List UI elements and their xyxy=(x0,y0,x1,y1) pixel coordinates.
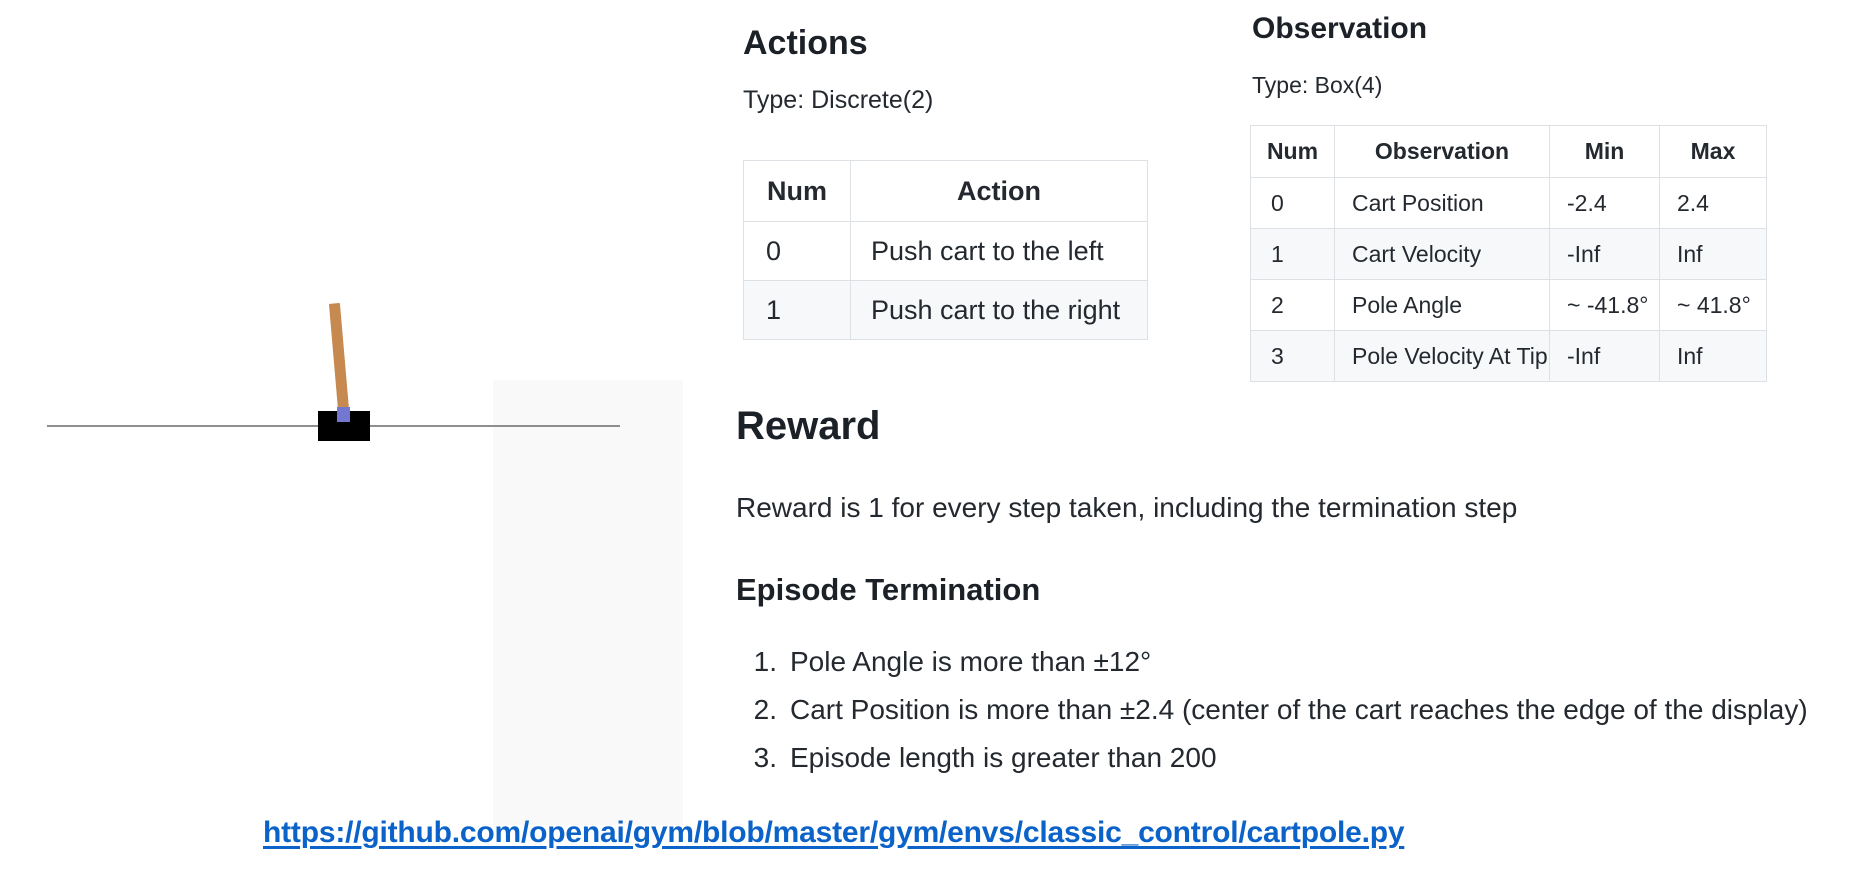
observation-type-label: Type: Box(4) xyxy=(1252,72,1383,98)
column-header: Num xyxy=(743,160,851,222)
reward-heading: Reward xyxy=(736,404,881,448)
table-cell: -Inf xyxy=(1549,330,1660,382)
column-header: Action xyxy=(850,160,1148,222)
episode-termination-heading: Episode Termination xyxy=(736,572,1041,607)
termination-condition-text: Cart Position is more than ±2.4 (center … xyxy=(790,694,1808,725)
pole xyxy=(328,302,350,422)
termination-condition-item: Pole Angle is more than ±12° xyxy=(745,646,1808,694)
column-header: Num xyxy=(1250,125,1335,178)
table-cell: 3 xyxy=(1250,330,1335,382)
table-cell: Pole Velocity At Tip xyxy=(1334,330,1550,382)
table-cell: 1 xyxy=(743,280,851,340)
table-cell: Push cart to the left xyxy=(850,221,1148,281)
source-url-link[interactable]: https://github.com/openai/gym/blob/maste… xyxy=(263,816,1405,849)
table-cell: Inf xyxy=(1659,228,1767,280)
actions-type-label: Type: Discrete(2) xyxy=(743,86,934,114)
actions-heading: Actions xyxy=(743,24,868,62)
termination-condition-text: Pole Angle is more than ±12° xyxy=(790,646,1152,677)
table-cell: 2 xyxy=(1250,279,1335,331)
axle xyxy=(337,407,350,422)
table-cell: Pole Angle xyxy=(1334,279,1550,331)
termination-condition-item: Episode length is greater than 200 xyxy=(745,742,1808,790)
table-cell: 1 xyxy=(1250,228,1335,280)
table-cell: Cart Velocity xyxy=(1334,228,1550,280)
termination-condition-item: Cart Position is more than ±2.4 (center … xyxy=(745,694,1808,742)
table-cell: Push cart to the right xyxy=(850,280,1148,340)
episode-termination-list: Pole Angle is more than ±12° Cart Positi… xyxy=(745,646,1808,790)
table-cell: 0 xyxy=(1250,177,1335,229)
column-header: Min xyxy=(1549,125,1660,178)
table-cell: -2.4 xyxy=(1549,177,1660,229)
pasted-screenshot-background xyxy=(493,380,683,825)
table-cell: Inf xyxy=(1659,330,1767,382)
column-header: Observation xyxy=(1334,125,1550,178)
table-cell: ~ -41.8° xyxy=(1549,279,1660,331)
observation-heading: Observation xyxy=(1252,12,1428,45)
table-cell: Cart Position xyxy=(1334,177,1550,229)
column-header: Max xyxy=(1659,125,1767,178)
table-cell: 2.4 xyxy=(1659,177,1767,229)
termination-condition-text: Episode length is greater than 200 xyxy=(790,742,1217,773)
reward-description: Reward is 1 for every step taken, includ… xyxy=(736,492,1518,523)
table-cell: 0 xyxy=(743,221,851,281)
table-cell: -Inf xyxy=(1549,228,1660,280)
table-cell: ~ 41.8° xyxy=(1659,279,1767,331)
